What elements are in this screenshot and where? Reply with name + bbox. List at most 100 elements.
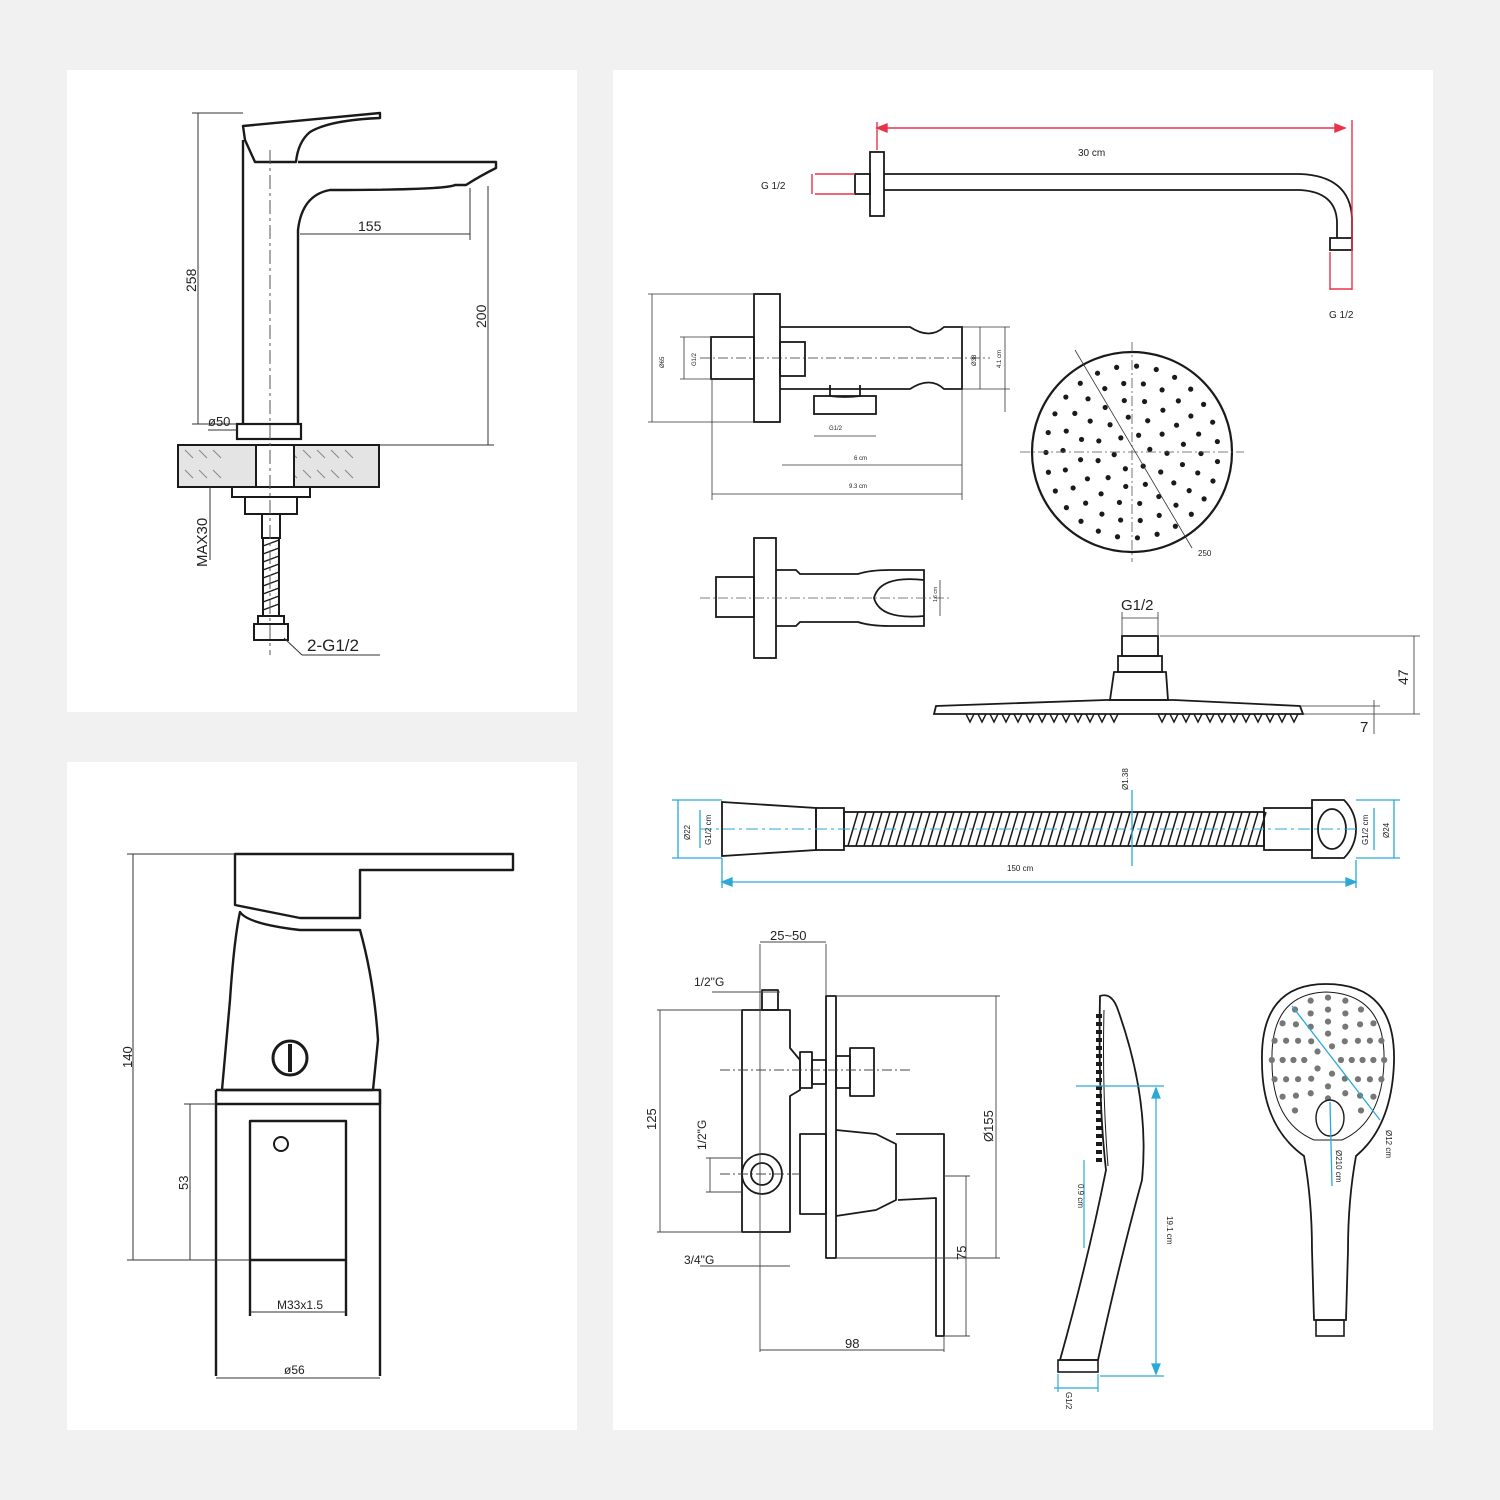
nozzle-dot [1062,467,1068,473]
hose-coil [1151,811,1163,847]
front-nozzle [1324,994,1332,1001]
drip-nozzle [1073,713,1083,724]
mixer-height-label: 140 [120,1046,135,1068]
diverter-width-label: 98 [845,1336,859,1351]
nozzle-dot [1121,397,1127,404]
outlet-length-b-label: 9.3 cm [849,484,867,490]
hose-coil [983,811,995,847]
nozzle-dot [1159,431,1165,437]
side-nozzle [1096,1046,1102,1050]
nozzle-dot [1118,435,1124,441]
drip-nozzle [1013,713,1023,724]
front-nozzle [1308,1038,1315,1045]
hose-coil [1215,811,1227,847]
front-nozzle [1348,1056,1355,1064]
side-nozzle [1096,1150,1102,1154]
drip-nozzle [1061,713,1071,724]
hose-outer-diameter-label: Ø1.38 [1121,768,1130,790]
nozzle-dot [1172,523,1178,529]
nozzle-dot [1072,410,1078,416]
nozzle-dot [1147,446,1153,452]
side-nozzle [1096,1110,1102,1114]
drip-nozzle [1025,713,1035,724]
drip-nozzle [1205,713,1215,724]
diverter-plate-diameter-label: Ø155 [981,1110,996,1142]
nozzle-dot [1077,380,1083,386]
nozzle-dot [1137,517,1143,524]
wall-outlet: Ø65 G1/2 Ø38 4.1 cm G1/2 6 cm 9.3 cm [648,293,1010,500]
side-nozzle [1096,1078,1102,1082]
nozzle-dot [1095,528,1101,534]
nozzle-dot [1214,438,1220,445]
hose-coil [847,811,859,847]
hand-shower-thread-label: G1/2 [1064,1392,1073,1410]
drip-nozzle [1097,713,1107,724]
front-nozzle [1354,1037,1362,1044]
outlet-connection-label: G1/2 [829,426,843,432]
hose-length-label: 150 cm [1007,864,1034,873]
side-nozzle [1096,1014,1102,1018]
nozzle-dot [1094,370,1101,376]
side-nozzle [1096,1022,1102,1026]
drip-nozzle [1049,713,1059,724]
nozzle-dot [1078,518,1084,524]
hand-shower-head-diameter-label: Ø210 cm [1334,1150,1343,1183]
nozzle-dot [1125,414,1131,420]
nozzle-dot [1196,431,1202,437]
diverter-handle-label: 75 [954,1246,969,1260]
front-nozzle [1370,1093,1377,1100]
nozzle-dot [1114,364,1120,370]
drip-nozzle [1229,713,1239,724]
outlet-height-label: 4.1 cm [997,350,1003,368]
drip-nozzle [1193,713,1203,724]
front-nozzle [1342,1023,1349,1030]
front-nozzle [1366,1037,1374,1044]
nozzle-dot [1116,499,1123,506]
front-nozzle [1271,1037,1278,1044]
nozzle-dot [1063,428,1069,434]
nozzle-dot [1153,366,1159,373]
rain-head-side: G1/2 47 7 [932,597,1420,736]
side-nozzle [1096,1054,1102,1058]
hand-shower-front: Ø12 cm Ø210 cm [1261,983,1395,1337]
front-nozzle [1356,1021,1364,1028]
hose-right-diameter-label: Ø24 [1382,822,1391,838]
nozzle-dot [1078,436,1085,443]
nozzle-dot [1137,500,1143,507]
front-nozzle [1324,1018,1332,1025]
nozzle-dot [1070,485,1076,491]
hose-coil [1175,811,1187,847]
drip-nozzle [1253,713,1263,724]
nozzle-dot [1083,500,1089,506]
front-nozzle [1308,1075,1315,1082]
holder: 1.6 cm [700,537,950,659]
nozzle-dot [1099,511,1105,517]
nozzle-dot [1063,394,1069,400]
drip-nozzle [1157,713,1167,724]
side-nozzle [1096,1126,1102,1130]
drip-nozzle [1241,713,1251,724]
nozzle-dot [1154,531,1160,537]
front-nozzle [1314,1065,1321,1072]
front-nozzle [1307,1010,1314,1017]
rain-head-height-label: 47 [1395,669,1411,685]
nozzle-dot [1045,469,1052,475]
hose-coil [1199,811,1211,847]
nozzle-dot [1210,478,1216,484]
nozzle-dot [1084,476,1091,482]
front-nozzle [1279,1093,1286,1100]
nozzle-dot [1102,385,1108,392]
diverter-depth-label: 25~50 [770,928,807,943]
front-nozzle [1314,1048,1321,1055]
shower-set-drawing: 30 cm G 1/2 G 1/2 [644,120,1420,1410]
front-nozzle [1359,1056,1366,1064]
nozzle-dot [1210,419,1216,425]
drip-nozzle [965,713,975,724]
faucet-connection-label: 2-G1/2 [307,636,359,655]
front-nozzle [1370,1020,1377,1027]
nozzle-dot [1045,429,1051,436]
front-nozzle [1290,1056,1297,1064]
nozzle-dot [1158,469,1164,475]
nozzle-dot [1134,535,1141,541]
front-nozzle [1307,997,1314,1004]
